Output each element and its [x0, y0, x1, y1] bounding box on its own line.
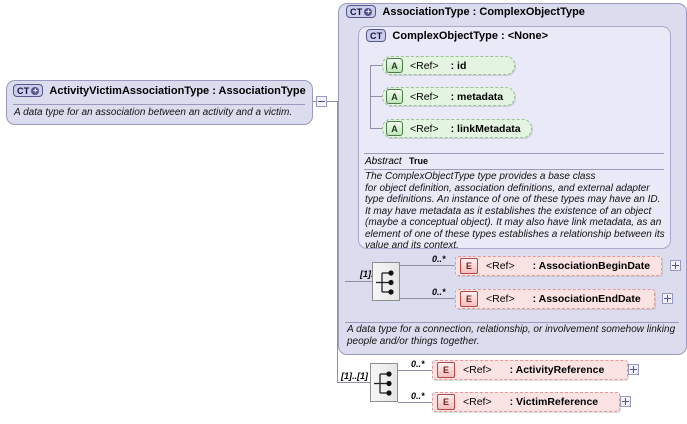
association-type-documentation: A data type for a connection, relationsh… — [347, 324, 676, 347]
root-doc-divider — [13, 104, 305, 105]
abstract-row-top-rule — [364, 153, 664, 154]
activity-victim-sequence-occurrence: [1]..[1] — [341, 371, 368, 381]
element-activity-reference[interactable]: E <Ref> : ActivityReference — [432, 360, 628, 380]
element-name-label: : ActivityReference — [509, 364, 605, 376]
activity-victim-branch-activity — [398, 370, 432, 371]
abstract-row-bottom-rule — [364, 169, 664, 170]
activity-victim-association-type-title-row: CT+ ActivityVictimAssociationType : Asso… — [13, 84, 306, 97]
element-name-label: : VictimReference — [509, 396, 599, 408]
association-type-title: AssociationType : ComplexObjectType — [382, 5, 585, 18]
element-ref-label: <Ref> — [486, 260, 515, 272]
activity-victim-sequence-inlet — [337, 382, 370, 383]
complex-object-type-documentation: The ComplexObjectType type provides a ba… — [365, 171, 665, 251]
attribute-kind-icon: A — [386, 89, 403, 104]
association-type-doc-divider — [345, 322, 679, 323]
attribute-ref-label: <Ref> — [410, 59, 439, 72]
sequence-compositor-icon[interactable] — [372, 262, 400, 301]
activity-reference-occurrence: 0..* — [411, 359, 425, 369]
attribute-metadata[interactable]: A <Ref> : metadata — [382, 87, 515, 106]
attribute-name-label: : id — [450, 59, 467, 72]
attribute-kind-icon: A — [386, 121, 403, 136]
attribute-id[interactable]: A <Ref> : id — [382, 56, 515, 75]
abstract-label: Abstract — [365, 156, 402, 167]
complex-object-type-title-row: CT ComplexObjectType : <None> — [366, 29, 548, 42]
expand-association-begin-date-icon[interactable] — [670, 260, 681, 271]
association-begindate-occurrence: 0..* — [432, 254, 446, 264]
complex-object-type-title: ComplexObjectType : <None> — [392, 29, 549, 42]
sequence-compositor-icon[interactable] — [370, 363, 398, 402]
element-ref-label: <Ref> — [463, 396, 492, 408]
element-ref-label: <Ref> — [463, 364, 492, 376]
element-association-end-date[interactable]: E <Ref> : AssociationEndDate — [455, 289, 655, 309]
expand-victim-reference-icon[interactable] — [620, 396, 631, 407]
element-name-label: : AssociationBeginDate — [532, 260, 651, 272]
ct-plus-icon[interactable]: CT+ — [346, 5, 377, 18]
activity-victim-association-type-documentation: A data type for an association between a… — [14, 107, 293, 118]
attribute-ref-label: <Ref> — [410, 122, 439, 135]
element-kind-icon: E — [460, 291, 478, 307]
ct-icon[interactable]: CT — [366, 29, 387, 42]
element-kind-icon: E — [460, 258, 478, 274]
element-ref-label: <Ref> — [486, 293, 515, 305]
attribute-linkmetadata[interactable]: A <Ref> : linkMetadata — [382, 119, 532, 138]
association-sequence-inlet — [345, 281, 372, 282]
attribute-stub-id — [370, 65, 382, 66]
attribute-name-label: : metadata — [450, 90, 504, 103]
association-branch-begindate — [400, 265, 455, 266]
sequence-glyph — [374, 371, 392, 396]
root-outlet-stub — [313, 101, 317, 102]
sequence-glyph — [376, 270, 394, 295]
root-trunk-vertical — [337, 101, 338, 382]
abstract-value: True — [409, 156, 429, 166]
expand-association-end-date-icon[interactable] — [662, 293, 673, 304]
element-kind-icon: E — [437, 362, 455, 378]
element-victim-reference[interactable]: E <Ref> : VictimReference — [432, 392, 620, 412]
root-trunk-horizontal — [327, 101, 338, 102]
ct-plus-icon[interactable]: CT+ — [13, 84, 44, 97]
attribute-stub-metadata — [370, 96, 382, 97]
element-kind-icon: E — [437, 394, 455, 410]
attribute-stub-linkmetadata — [370, 128, 382, 129]
association-type-title-row: CT+ AssociationType : ComplexObjectType — [346, 5, 585, 18]
attribute-name-label: : linkMetadata — [450, 122, 521, 135]
activity-victim-branch-victim — [398, 402, 432, 403]
attribute-ref-label: <Ref> — [410, 90, 439, 103]
expand-activity-reference-icon[interactable] — [628, 364, 639, 375]
element-name-label: : AssociationEndDate — [532, 293, 641, 305]
association-enddate-occurrence: 0..* — [432, 287, 446, 297]
element-association-begin-date[interactable]: E <Ref> : AssociationBeginDate — [455, 256, 662, 276]
attribute-kind-icon: A — [386, 58, 403, 73]
activity-victim-association-type-box[interactable] — [6, 80, 313, 125]
activity-victim-association-type-title: ActivityVictimAssociationType : Associat… — [49, 84, 306, 97]
victim-reference-occurrence: 0..* — [411, 391, 425, 401]
collapse-root-icon[interactable] — [316, 96, 327, 107]
association-branch-enddate — [400, 298, 455, 299]
